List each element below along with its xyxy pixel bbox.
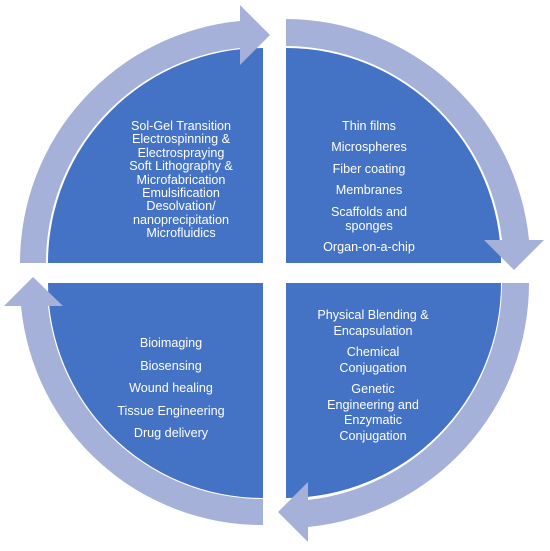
method-label: Electrospinning & [131, 132, 230, 147]
method-label: Emulsification [142, 186, 220, 201]
format-label: Organ-on-a-chip [323, 239, 415, 254]
application-label: Biosensing [140, 358, 202, 373]
method-label: nanoprecipitation [133, 212, 229, 227]
arrow-bottom-right [278, 283, 530, 542]
format-label: Scaffolds and sponges [330, 204, 408, 233]
method-label: Soft Lithography & [129, 159, 233, 174]
quadrant-bottom-left [48, 283, 263, 498]
method-label: Sol-Gel Transition [130, 119, 232, 133]
application-label: Drug delivery [133, 426, 209, 440]
arrow-top-left [19, 5, 270, 263]
quadrant-top-left [48, 48, 263, 263]
application-label: Wound healing [129, 381, 213, 395]
quadrant-bottom-right [286, 283, 501, 498]
quadrant-bottom-right-text: Physical Blending & Encapsulation Chemic… [298, 308, 448, 450]
application-label: Tissue Engineering [117, 403, 225, 418]
arrow-bottom-left [4, 277, 263, 526]
arrow-top-right [286, 19, 544, 270]
format-label: Fiber coating [332, 161, 406, 176]
method-label: Microfluidics [146, 226, 216, 241]
quadrant-top-right-text: Thin films Microspheres Fiber coating Me… [296, 119, 442, 261]
functionalization-label: Chemical Conjugation [339, 345, 407, 375]
application-label: Bioimaging [139, 336, 203, 350]
method-label: Desolvation/ [146, 199, 216, 214]
quadrant-top-right [286, 48, 501, 263]
format-label: Microspheres [331, 140, 407, 155]
format-label: Thin films [342, 119, 396, 133]
functionalization-label: Physical Blending & Encapsulation [317, 308, 429, 338]
method-label: Electrospraying [137, 145, 225, 160]
method-label: Microfabrication [136, 172, 226, 187]
format-label: Membranes [335, 183, 403, 198]
quadrant-bottom-left-text: Bioimaging Biosensing Wound healing Tiss… [96, 336, 246, 449]
functionalization-label: Genetic Engineering and Enzymatic Conjug… [327, 382, 419, 443]
quadrant-top-left-text: Sol-Gel Transition Electrospinning & Ele… [96, 119, 266, 241]
